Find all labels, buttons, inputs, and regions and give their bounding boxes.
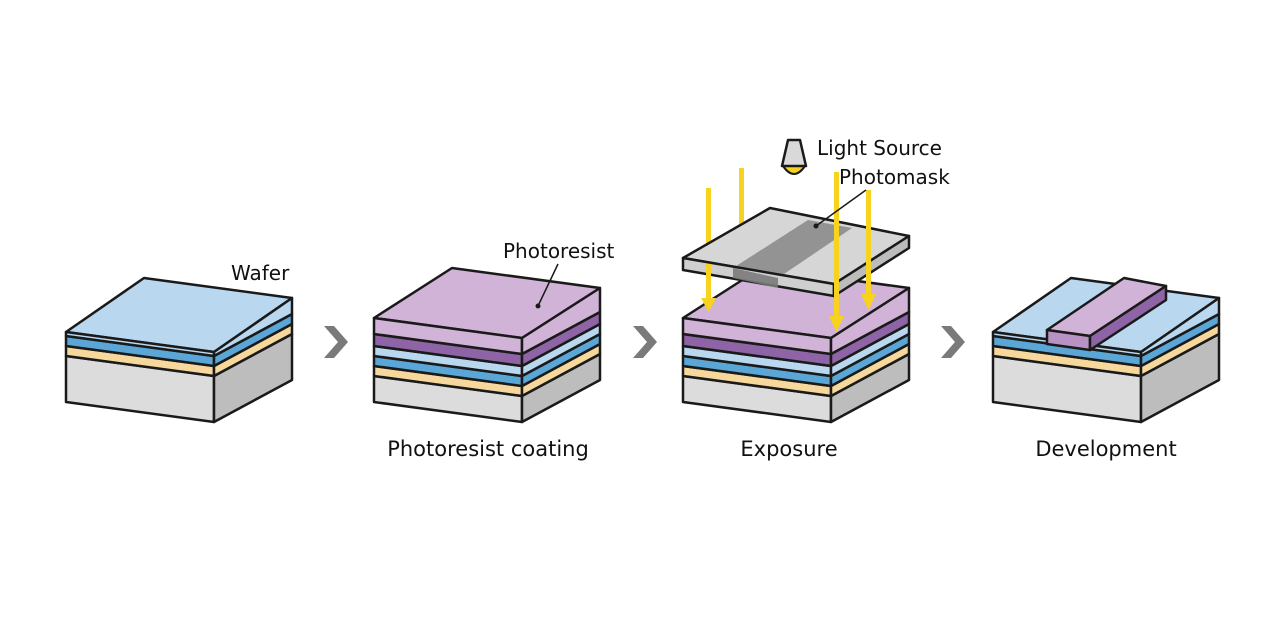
photomask-leader-dot — [813, 223, 819, 229]
photoresist-top-thin-side — [520, 286, 602, 356]
photomask-label: Photomask — [839, 165, 950, 189]
photoresist-leader-line — [537, 263, 559, 307]
exposure-resist-thin-side — [829, 286, 911, 356]
step-caption-photoresist-coating: Photoresist coating — [387, 437, 589, 461]
photomask-leader-line — [815, 189, 867, 227]
wafer-block — [64, 276, 294, 424]
step-arrow-3 — [941, 326, 965, 358]
photomask — [681, 206, 911, 298]
light-beam-4 — [866, 190, 871, 296]
light-beam-1-upper — [706, 188, 711, 252]
exposure-wafer-block — [681, 266, 911, 424]
coated-wafer-block — [372, 266, 602, 424]
light-beam-3 — [834, 172, 839, 318]
step-arrow-1 — [324, 326, 348, 358]
step-arrow-2 — [633, 326, 657, 358]
step-caption-exposure: Exposure — [740, 437, 837, 461]
light-beam-3-head — [829, 316, 844, 332]
light-beam-2-upper — [739, 168, 744, 252]
light-source-icon — [780, 138, 808, 175]
photomask-dark-strip-edge — [733, 268, 778, 288]
developed-top-thin-side — [1139, 296, 1221, 358]
light-beam-1-head — [701, 298, 716, 312]
light-source-label: Light Source — [817, 136, 942, 160]
wafer-top-thin-side — [212, 296, 294, 358]
developed-resist-strip — [1045, 276, 1168, 352]
wafer-label: Wafer — [231, 261, 290, 285]
step-caption-development: Development — [1035, 437, 1176, 461]
light-beams-front — [701, 172, 876, 332]
photoresist-label: Photoresist — [503, 239, 615, 263]
light-source-housing — [780, 138, 808, 168]
photomask-dark-strip — [733, 220, 852, 278]
light-beams-back — [706, 168, 744, 252]
photoresist-leader-dot — [535, 303, 541, 309]
resist-strip-side — [1088, 284, 1168, 352]
light-beam-4-head — [861, 294, 876, 310]
light-beam-1-lower — [706, 264, 711, 300]
